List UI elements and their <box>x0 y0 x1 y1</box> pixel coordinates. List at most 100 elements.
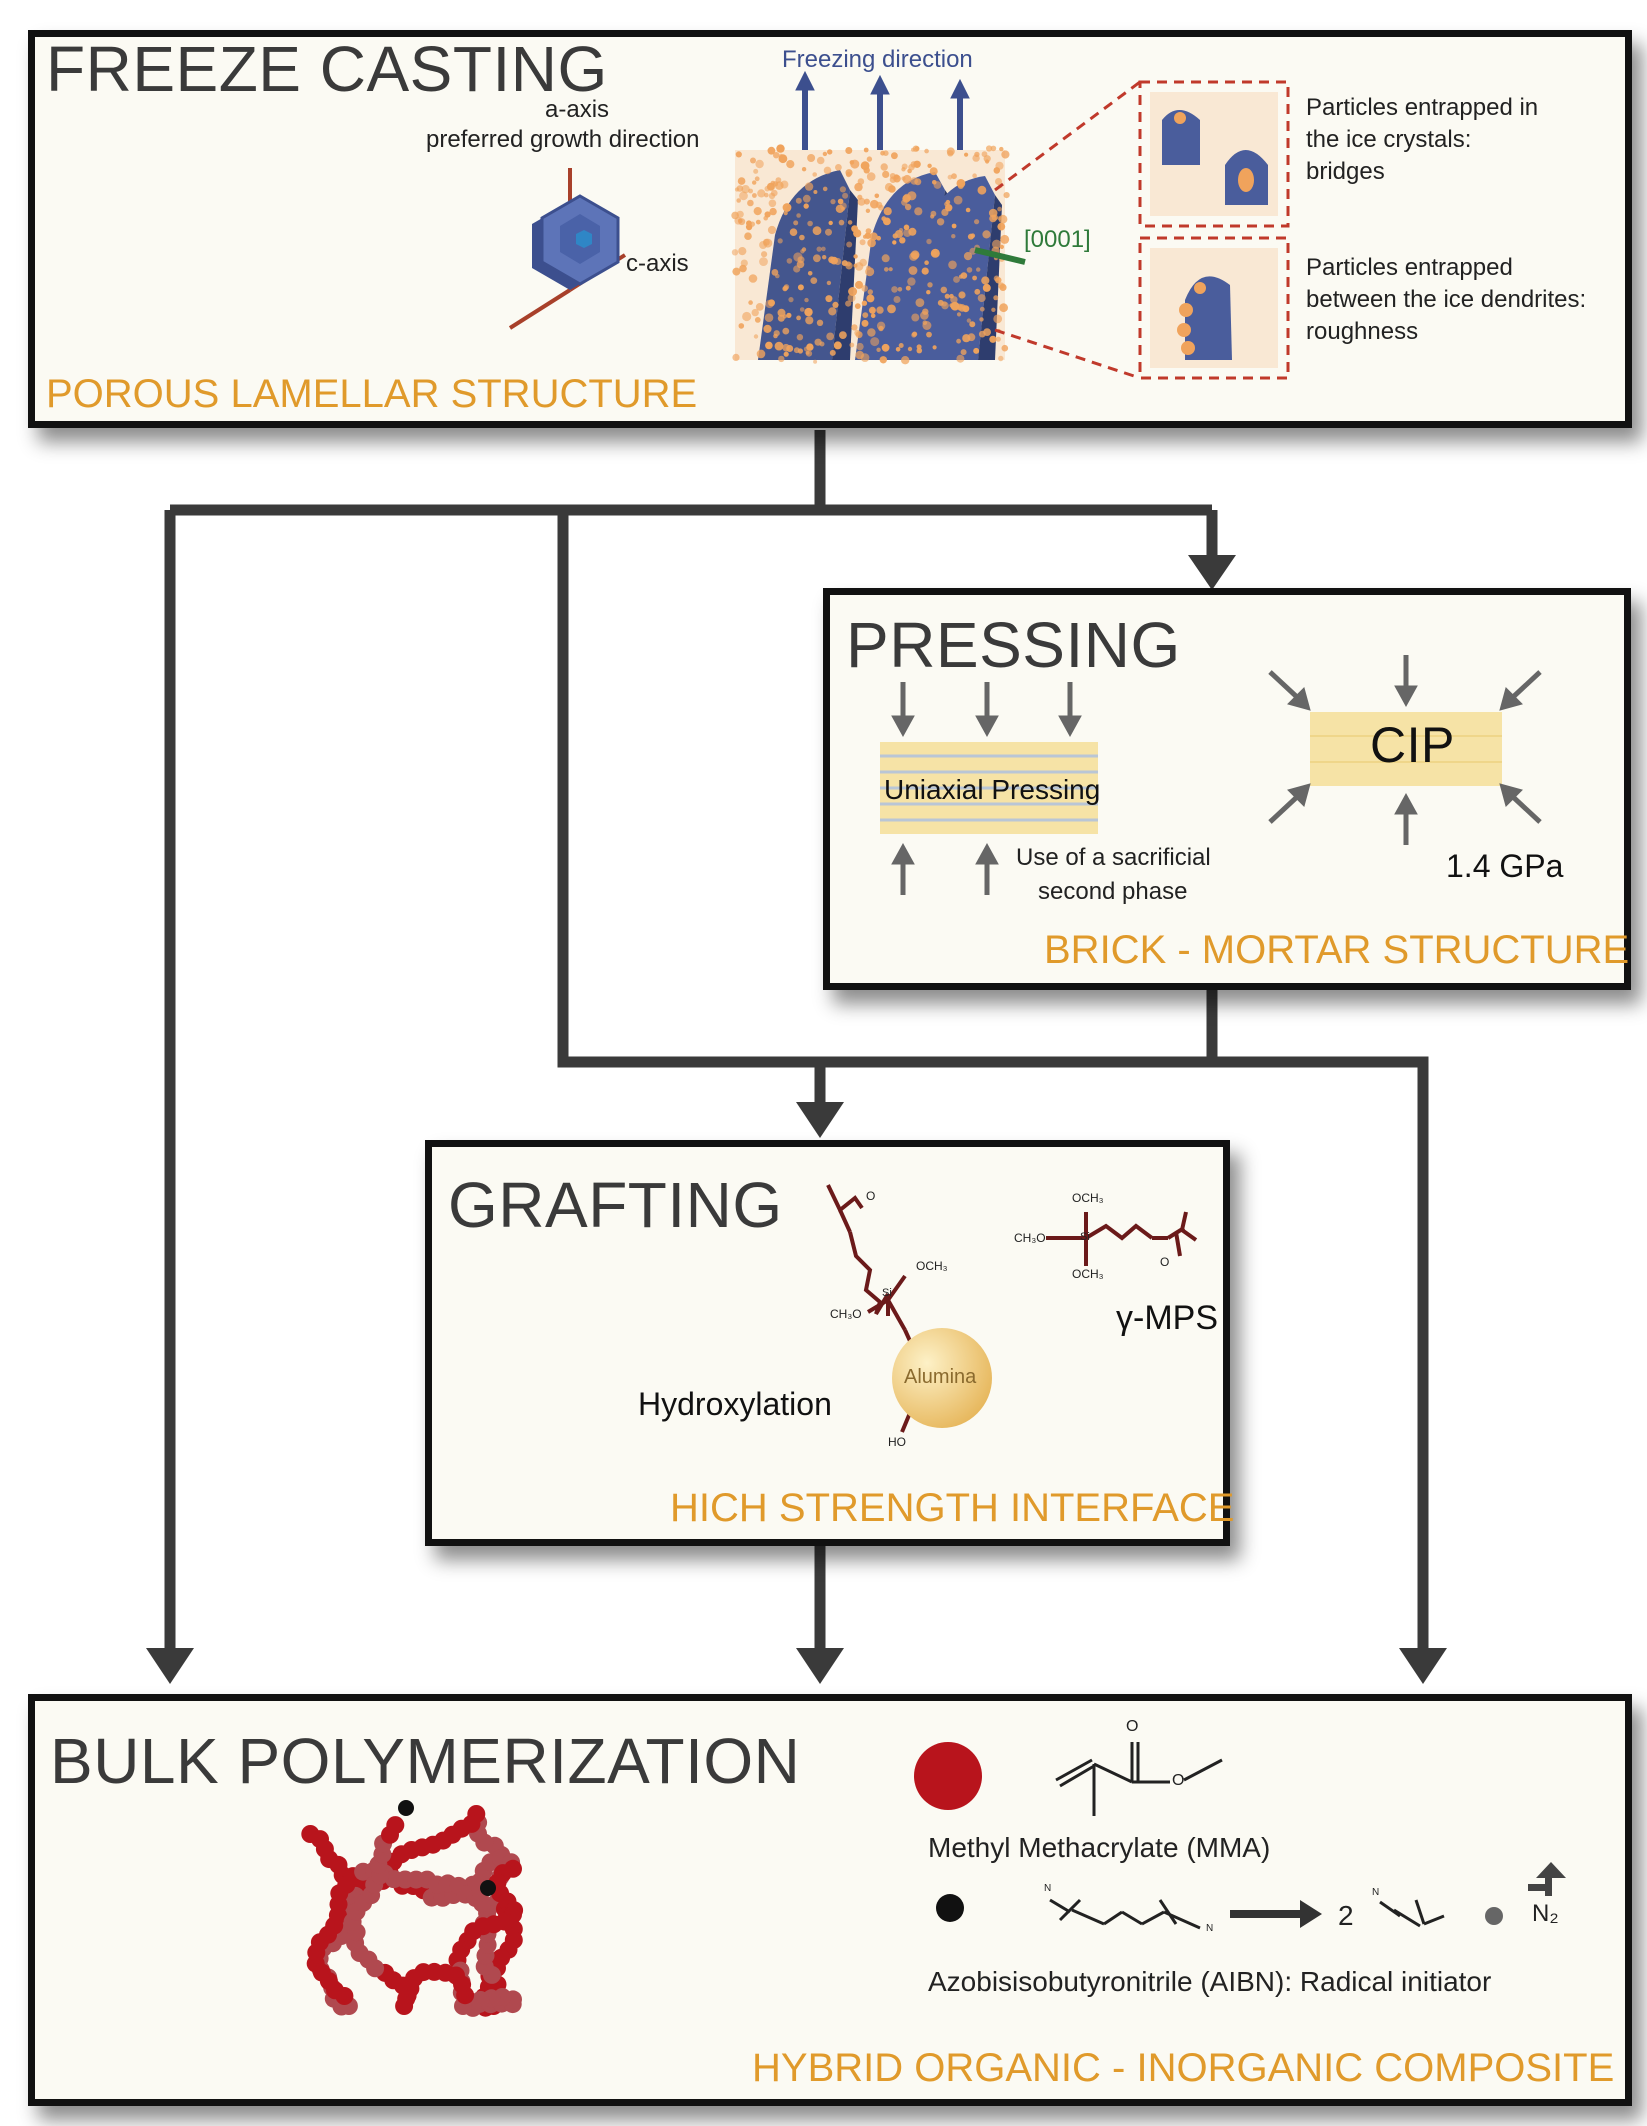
particle <box>905 285 911 291</box>
particle <box>986 145 993 152</box>
particle <box>977 185 987 195</box>
particle <box>845 300 852 307</box>
particle <box>969 247 977 255</box>
particle <box>867 328 876 337</box>
particle <box>898 343 904 348</box>
sacrificial-phase-label-2: second phase <box>1038 878 1188 905</box>
alumina-label: Alumina <box>904 1366 977 1388</box>
particle <box>951 234 956 239</box>
particle <box>911 252 920 260</box>
particle <box>999 303 1008 313</box>
particle <box>816 319 824 326</box>
stoichiometry-two: 2 <box>1338 1900 1354 1931</box>
free-ch3o-label: CH₃O <box>1014 1231 1046 1245</box>
particle <box>912 145 920 152</box>
particle <box>958 291 966 299</box>
bridges-label-2: the ice crystals: <box>1306 126 1472 153</box>
particle <box>865 267 875 277</box>
arrowhead-bulk-left <box>146 1648 194 1684</box>
particle <box>810 277 818 284</box>
cip-block <box>1310 712 1502 786</box>
particle <box>859 239 866 246</box>
particle <box>739 191 748 201</box>
particle <box>751 308 759 317</box>
particle <box>782 327 790 335</box>
particle <box>941 208 949 216</box>
particle <box>933 181 942 189</box>
particle <box>969 321 976 328</box>
particle <box>752 193 757 198</box>
particle <box>803 203 809 209</box>
c-axis-indicator <box>974 247 1026 265</box>
particle <box>950 296 958 304</box>
zoom-lines <box>994 80 1290 380</box>
particle <box>997 216 1002 221</box>
particle <box>983 155 991 163</box>
particle <box>854 182 863 192</box>
particle <box>901 167 906 172</box>
particle <box>845 171 852 178</box>
particle <box>737 177 746 185</box>
particle <box>752 180 757 185</box>
particle <box>1001 344 1009 352</box>
particle <box>744 232 752 240</box>
radical-dot <box>1485 1907 1503 1925</box>
hexagonal-ice-crystal-icon <box>508 168 627 330</box>
particle <box>998 355 1004 362</box>
particle <box>995 277 1002 284</box>
particle <box>870 337 880 347</box>
particle <box>863 198 870 205</box>
particle <box>926 238 932 245</box>
particle <box>773 333 778 339</box>
alumina-particle <box>892 1328 992 1428</box>
particle <box>937 299 944 306</box>
particle <box>804 182 814 191</box>
particle <box>826 280 832 286</box>
bulk-polymerization-subtitle: HYBRID ORGANIC - INORGANIC COMPOSITE <box>752 2046 1615 2090</box>
particle <box>990 145 997 152</box>
particle <box>793 347 800 354</box>
particle <box>783 211 788 216</box>
particle <box>731 211 739 220</box>
particle <box>761 251 768 258</box>
particle <box>907 277 916 286</box>
roughness-label-2: between the ice dendrites: <box>1306 286 1587 313</box>
roughness-label-3: roughness <box>1306 318 1419 345</box>
particle <box>812 172 817 177</box>
particle <box>770 180 776 186</box>
particle <box>777 238 783 244</box>
arrowhead-bulk-middle <box>796 1648 844 1684</box>
particle <box>774 341 784 351</box>
particle <box>739 264 747 273</box>
particle <box>851 324 858 331</box>
freezing-direction-label: Freezing direction <box>782 46 973 73</box>
particle <box>740 259 748 267</box>
hydroxylation-label: Hydroxylation <box>638 1386 832 1422</box>
particle <box>813 190 818 194</box>
particle <box>956 338 961 344</box>
particle <box>869 232 878 241</box>
particle <box>835 164 842 171</box>
particle <box>736 198 741 203</box>
grafted-ch3o-label: CH₃O <box>830 1307 862 1321</box>
particle <box>813 254 821 263</box>
particle <box>846 241 853 248</box>
mma-structure <box>1055 1742 1223 1816</box>
particle <box>921 267 929 275</box>
particle <box>913 160 921 168</box>
particle <box>926 331 932 338</box>
particle <box>876 347 881 352</box>
particle <box>891 152 898 160</box>
particle <box>738 247 747 256</box>
particle <box>956 354 965 363</box>
pressing-subtitle: BRICK - MORTAR STRUCTURE <box>1044 928 1630 972</box>
particle <box>813 359 818 364</box>
particle <box>960 272 968 279</box>
particle <box>755 303 764 311</box>
particle <box>927 282 933 288</box>
particle <box>964 152 969 157</box>
particle <box>972 275 977 281</box>
particle <box>979 306 985 312</box>
